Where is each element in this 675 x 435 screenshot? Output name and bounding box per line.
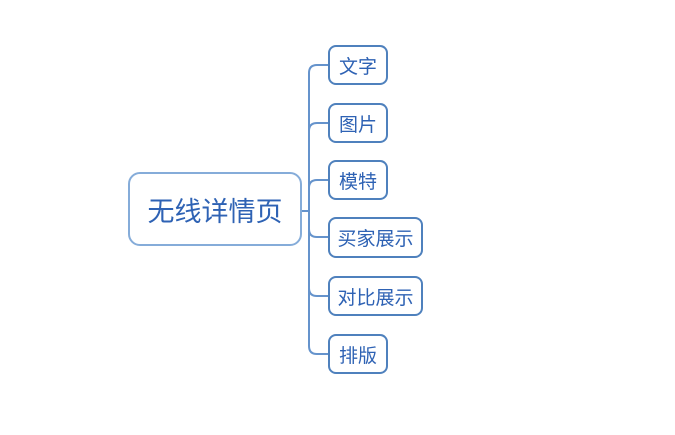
node-child-buyer-show[interactable]: 买家展示: [328, 217, 423, 258]
node-child-label: 买家展示: [337, 229, 414, 250]
node-child-text[interactable]: 文字: [328, 45, 388, 85]
connector-branch-wenzi: [308, 64, 329, 212]
connector-branch-duibi: [308, 210, 329, 297]
node-child-label: 模特: [338, 171, 377, 193]
node-child-label: 排版: [338, 345, 377, 367]
connector-branch-maijia: [308, 210, 329, 238]
node-root-topic[interactable]: 无线详情页: [128, 172, 302, 246]
connector-branch-paiban: [308, 210, 329, 355]
node-child-layout[interactable]: 排版: [328, 334, 388, 374]
connector-branch-mote: [308, 179, 329, 212]
node-child-compare-show[interactable]: 对比展示: [328, 276, 423, 316]
node-child-label: 对比展示: [337, 287, 414, 309]
node-child-label: 图片: [338, 114, 377, 136]
connector-branch-tupian: [308, 122, 329, 212]
node-child-model[interactable]: 模特: [328, 160, 388, 200]
node-child-label: 文字: [338, 56, 377, 78]
node-child-image[interactable]: 图片: [328, 103, 388, 143]
node-root-label: 无线详情页: [147, 196, 283, 227]
